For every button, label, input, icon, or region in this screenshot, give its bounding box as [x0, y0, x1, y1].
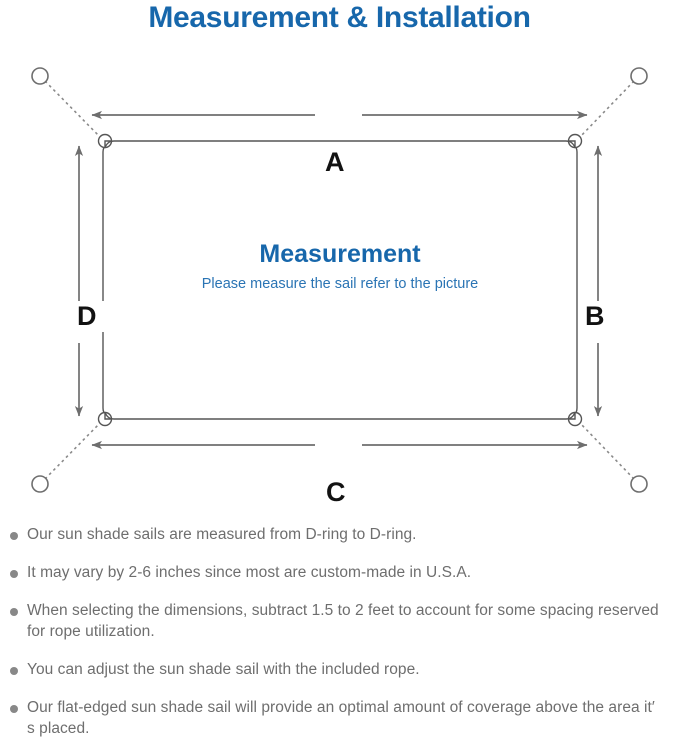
rope-lines [44, 80, 635, 480]
rope-top-left [44, 80, 101, 138]
webbing-bottom-right [567, 411, 576, 420]
anchor-ring-top-right [630, 67, 648, 85]
notes-list: Our sun shade sails are measured from D-… [0, 524, 679, 739]
bullet-icon [10, 667, 18, 675]
webbing-top-left [104, 140, 113, 149]
dimension-label-a: A [318, 147, 352, 178]
bullet-icon [10, 532, 18, 540]
rope-top-right [579, 80, 635, 138]
webbing-top-right [567, 140, 576, 149]
dimension-label-c: C [319, 477, 353, 508]
measurement-diagram: Measurement Please measure the sail refe… [0, 48, 679, 518]
bullet-icon [10, 570, 18, 578]
anchor-rings [31, 67, 648, 493]
anchor-ring-bottom-right [630, 475, 648, 493]
dimension-label-b: B [578, 301, 612, 332]
note-text: You can adjust the sun shade sail with t… [27, 661, 420, 678]
note-text: Our sun shade sails are measured from D-… [27, 526, 417, 543]
anchor-ring-top-left [31, 67, 49, 85]
list-item: Our sun shade sails are measured from D-… [0, 524, 679, 545]
note-text: It may vary by 2-6 inches since most are… [27, 564, 472, 581]
anchor-ring-bottom-left [31, 475, 49, 493]
bullet-icon [10, 705, 18, 713]
list-item: When selecting the dimensions, subtract … [0, 600, 679, 642]
diagram-canvas [31, 67, 648, 493]
rope-bottom-left [44, 422, 101, 480]
list-item: Our flat-edged sun shade sail will provi… [0, 697, 679, 739]
sail-body [102, 140, 578, 420]
note-text: Our flat-edged sun shade sail will provi… [27, 699, 655, 737]
list-item: You can adjust the sun shade sail with t… [0, 659, 679, 680]
webbing-bottom-left [104, 411, 113, 420]
corner-webbing [104, 140, 576, 420]
page-title: Measurement & Installation [148, 1, 531, 34]
rope-bottom-right [579, 422, 635, 480]
note-text: When selecting the dimensions, subtract … [27, 602, 659, 640]
bullet-icon [10, 608, 18, 616]
dimension-label-d: D [70, 301, 104, 332]
list-item: It may vary by 2-6 inches since most are… [0, 562, 679, 583]
